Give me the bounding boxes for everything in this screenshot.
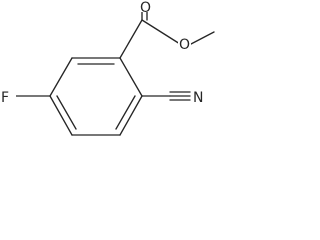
carbonyl-oxygen-label-bg	[139, 0, 151, 12]
bond-oxygen-to-methyl	[190, 31, 215, 45]
chemical-structure-diagram: O O N F	[0, 0, 215, 136]
ring-bond-c1-c2	[119, 57, 143, 97]
ring-bond-c4-c5	[49, 95, 73, 136]
bond-carbon-to-ester-oxygen	[141, 19, 181, 45]
aromatic-inner-bond-left	[56, 95, 77, 130]
bond-ring-to-carbonyl-carbon	[119, 19, 143, 59]
substituent-bonds	[15, 9, 215, 101]
nitrile-nitrogen-label-bg	[191, 88, 205, 104]
ester-oxygen-label-bg	[178, 37, 191, 51]
ring-bond-c5-c6	[49, 57, 73, 97]
fluorine-label: F	[1, 90, 9, 106]
fluorine-label-bg	[0, 88, 16, 104]
aromatic-inner-bond-right	[115, 95, 136, 130]
atom-labels: O O N F	[0, 0, 205, 106]
benzene-ring	[49, 57, 143, 136]
nitrile-nitrogen-label: N	[193, 90, 203, 106]
ring-bond-c2-c3	[119, 95, 143, 136]
ester-oxygen-label: O	[179, 37, 190, 53]
carbonyl-oxygen-label: O	[140, 0, 151, 16]
